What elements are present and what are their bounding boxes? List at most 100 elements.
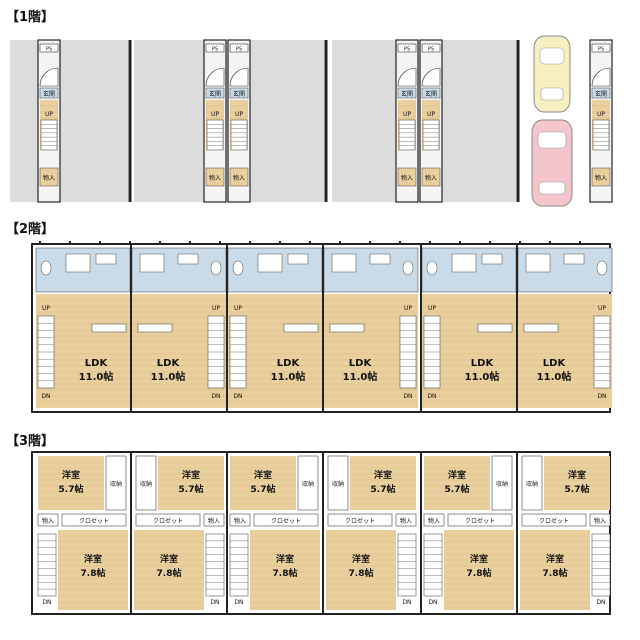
dn-label-3f: DN — [428, 599, 437, 606]
dn-label-2f: DN — [211, 393, 220, 400]
stairs — [422, 119, 440, 151]
bathtub — [525, 253, 551, 273]
small-room-floor — [424, 456, 490, 510]
dn-label-3f: DN — [42, 599, 51, 606]
genkan-floor — [205, 87, 225, 99]
up-label-2f: UP — [42, 305, 50, 312]
large-room-floor — [250, 530, 320, 610]
ps-box — [421, 43, 441, 53]
stairs — [40, 119, 58, 151]
small-room-size: 5.7帖 — [371, 483, 396, 495]
toilet — [596, 260, 608, 276]
stairs-3f — [397, 533, 417, 597]
ps-label: PS — [428, 47, 434, 53]
closet-box — [327, 455, 349, 511]
closet-box — [105, 455, 127, 511]
ldk-size-label: 11.0帖 — [79, 370, 114, 383]
washbasin — [563, 253, 585, 265]
walkin-closet — [61, 513, 127, 527]
storage-floor — [229, 167, 249, 187]
up-label: UP — [235, 111, 243, 118]
dn-label-3f: DN — [596, 599, 605, 606]
small-room-label: 洋室 — [374, 469, 392, 481]
ldk-size-label: 11.0帖 — [271, 370, 306, 383]
walkin-closet-label: クロゼット — [465, 517, 495, 525]
stairs-3f — [591, 533, 611, 597]
closet-box — [297, 455, 319, 511]
large-room-label: 洋室 — [160, 553, 178, 565]
large-room-size: 7.8帖 — [467, 567, 492, 579]
storage-3f — [229, 513, 251, 527]
toilet — [402, 260, 414, 276]
storage-3f-label: 物入 — [428, 517, 440, 525]
dn-label-2f: DN — [597, 393, 606, 400]
dn-label-2f: DN — [427, 393, 436, 400]
large-room-floor — [326, 530, 396, 610]
small-room-label: 洋室 — [62, 469, 80, 481]
walkin-closet-label: クロゼット — [153, 517, 183, 525]
storage-3f — [37, 513, 59, 527]
closet-label: 収納 — [332, 480, 344, 488]
genkan-label: 玄関 — [43, 90, 55, 98]
up-label: UP — [597, 111, 605, 118]
large-room-label: 洋室 — [352, 553, 370, 565]
walkin-closet-label: クロゼット — [539, 517, 569, 525]
ps-label: PS — [404, 47, 410, 53]
small-room-label: 洋室 — [568, 469, 586, 481]
large-room-size: 7.8帖 — [543, 567, 568, 579]
walkin-closet — [253, 513, 319, 527]
stairs — [206, 119, 224, 151]
storage-label: 物入 — [43, 174, 55, 182]
car-yellow — [533, 35, 571, 113]
storage-label: 物入 — [233, 174, 245, 182]
washbasin — [481, 253, 503, 265]
kitchen-counter — [91, 323, 127, 333]
storage-3f — [423, 513, 445, 527]
kitchen-counter — [523, 323, 559, 333]
small-room-size: 5.7帖 — [59, 483, 84, 495]
dn-label-3f: DN — [234, 599, 243, 606]
closet-label: 収納 — [496, 480, 508, 488]
ldk-label: LDK — [85, 358, 109, 369]
storage-floor — [421, 167, 441, 187]
ps-box — [591, 43, 611, 53]
walkin-closet — [135, 513, 201, 527]
large-room-floor — [520, 530, 590, 610]
door-swing — [591, 67, 611, 87]
stairs — [230, 119, 248, 151]
small-room-size: 5.7帖 — [445, 483, 470, 495]
walkin-closet-label: クロゼット — [345, 517, 375, 525]
large-room-label: 洋室 — [276, 553, 294, 565]
storage-3f — [395, 513, 417, 527]
bathtub — [257, 253, 283, 273]
up-label: UP — [403, 111, 411, 118]
genkan-floor — [229, 87, 249, 99]
ps-label: PS — [212, 47, 218, 53]
ldk-label: LDK — [543, 358, 567, 369]
large-room-size: 7.8帖 — [157, 567, 182, 579]
genkan-label: 玄関 — [425, 90, 437, 98]
ldk-size-label: 11.0帖 — [537, 370, 572, 383]
washbasin — [287, 253, 309, 265]
ps-label: PS — [236, 47, 242, 53]
kitchen-counter — [283, 323, 319, 333]
walkin-closet — [521, 513, 587, 527]
ldk-label: LDK — [157, 358, 181, 369]
ps-label: PS — [46, 47, 52, 53]
ps-label: PS — [598, 47, 604, 53]
ps-box — [39, 43, 59, 53]
storage-floor — [205, 167, 225, 187]
toilet — [210, 260, 222, 276]
up-label-2f: UP — [598, 305, 606, 312]
toilet — [426, 260, 438, 276]
bathtub — [331, 253, 357, 273]
stairs-3f — [37, 533, 57, 597]
large-room-label: 洋室 — [84, 553, 102, 565]
large-room-size: 7.8帖 — [81, 567, 106, 579]
closet-label: 収納 — [140, 480, 152, 488]
genkan-floor — [39, 87, 59, 99]
dn-label-2f: DN — [41, 393, 50, 400]
small-room-size: 5.7帖 — [179, 483, 204, 495]
closet-box — [521, 455, 543, 511]
